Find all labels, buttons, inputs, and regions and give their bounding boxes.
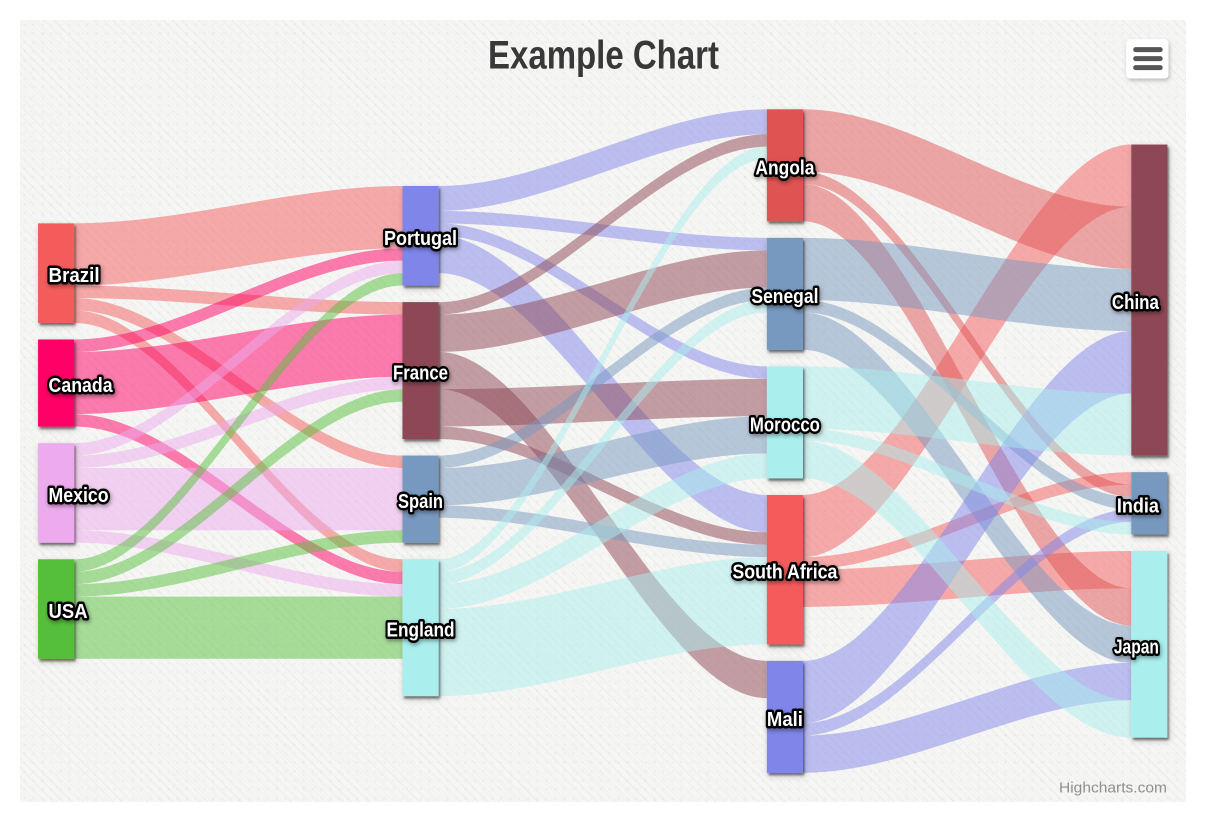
svg-text:Morocco: Morocco — [750, 414, 820, 436]
svg-text:Example Chart: Example Chart — [488, 34, 719, 78]
svg-text:Highcharts.com: Highcharts.com — [1059, 780, 1167, 797]
svg-text:China: China — [1112, 292, 1160, 314]
svg-text:Senegal: Senegal — [751, 286, 818, 308]
svg-text:Portugal: Portugal — [384, 228, 457, 250]
svg-text:South Africa: South Africa — [732, 562, 838, 584]
svg-text:England: England — [387, 620, 455, 642]
svg-text:Japan: Japan — [1114, 636, 1159, 658]
svg-text:Canada: Canada — [49, 375, 114, 397]
svg-text:Mexico: Mexico — [49, 485, 109, 507]
svg-text:USA: USA — [49, 601, 88, 623]
svg-text:Angola: Angola — [755, 157, 815, 179]
svg-text:France: France — [393, 363, 448, 385]
svg-text:Mali: Mali — [767, 709, 803, 731]
svg-text:Spain: Spain — [398, 491, 443, 513]
svg-text:Brazil: Brazil — [49, 265, 100, 287]
svg-text:India: India — [1117, 495, 1160, 517]
